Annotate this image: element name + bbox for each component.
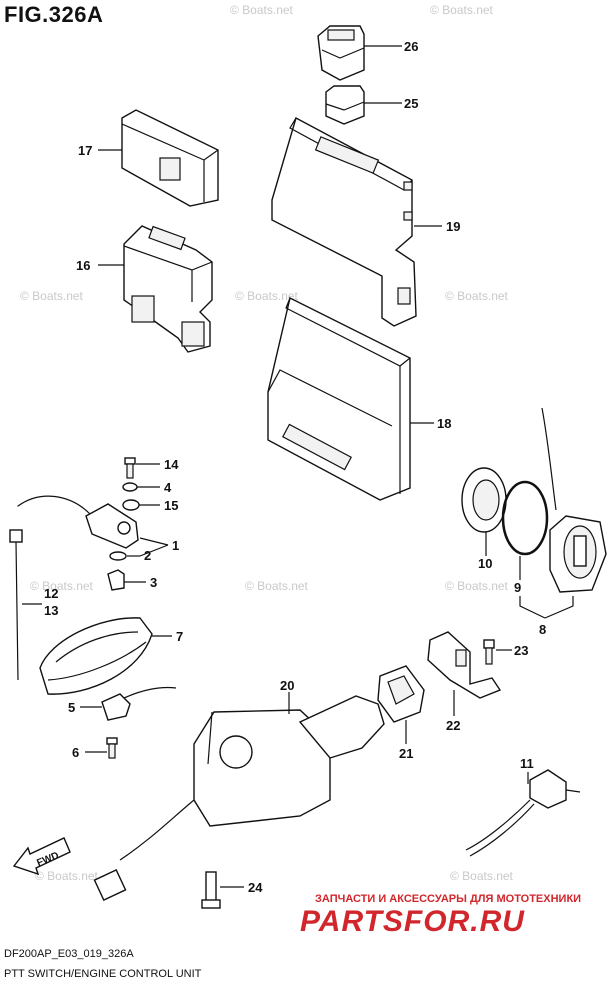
- relay-25[interactable]: [325, 85, 365, 125]
- callout-3: 3: [150, 575, 157, 590]
- cable-tie-12[interactable]: [9, 529, 23, 681]
- cover-17[interactable]: [121, 109, 219, 207]
- watermark: © Boats.net: [450, 869, 514, 883]
- bolt-23[interactable]: [483, 639, 495, 665]
- ecu-bracket-19[interactable]: [271, 116, 417, 327]
- harness-11[interactable]: [465, 769, 581, 857]
- callout-17: 17: [78, 143, 92, 158]
- o-ring-9[interactable]: [501, 480, 549, 556]
- callout-16: 16: [76, 258, 90, 273]
- callout-11: 11: [520, 756, 534, 771]
- holder-7[interactable]: [39, 617, 153, 695]
- watermark: © Boats.net: [445, 289, 509, 303]
- grommet-21[interactable]: [377, 665, 425, 723]
- bracket-22[interactable]: [427, 631, 502, 699]
- callout-21: 21: [399, 746, 413, 761]
- watermark: © Boats.net: [445, 579, 509, 593]
- relay-26[interactable]: [317, 25, 365, 81]
- callout-22: 22: [446, 718, 460, 733]
- bolt-14[interactable]: [124, 457, 136, 479]
- callout-12: 12: [44, 586, 58, 601]
- bezel-10[interactable]: [461, 467, 507, 533]
- figure-title: FIG.326A: [4, 2, 104, 27]
- callout-10: 10: [478, 556, 492, 571]
- bolt-24[interactable]: [201, 871, 221, 909]
- callout-24: 24: [248, 880, 263, 895]
- advert-brand[interactable]: PARTSFOR.RU: [300, 905, 525, 938]
- callout-26: 26: [404, 39, 418, 54]
- clip-3[interactable]: [107, 569, 125, 591]
- callout-9: 9: [514, 580, 521, 595]
- bolt-6[interactable]: [106, 737, 118, 759]
- callout-5: 5: [68, 700, 75, 715]
- ptt-switch-1[interactable]: [17, 495, 139, 549]
- callout-25: 25: [404, 96, 418, 111]
- washer-4[interactable]: [122, 482, 138, 492]
- sensor-5[interactable]: [101, 686, 177, 721]
- watermark: © Boats.net: [430, 3, 494, 17]
- callout-14: 14: [164, 457, 179, 472]
- callout-8: 8: [539, 622, 546, 637]
- callout-13: 13: [44, 603, 58, 618]
- watermarks: © Boats.net © Boats.net © Boats.net © Bo…: [20, 3, 514, 883]
- switch-assembly-8[interactable]: [541, 407, 607, 593]
- callout-1: 1: [172, 538, 179, 553]
- watermark: © Boats.net: [30, 579, 94, 593]
- callout-23: 23: [514, 643, 528, 658]
- washer-2[interactable]: [109, 551, 127, 561]
- callout-6: 6: [72, 745, 79, 760]
- watermark: © Boats.net: [235, 289, 299, 303]
- watermark: © Boats.net: [245, 579, 309, 593]
- watermark: © Boats.net: [230, 3, 294, 17]
- doc-code: DF200AP_E03_019_326A: [4, 948, 134, 960]
- callout-4: 4: [164, 480, 172, 495]
- module-16[interactable]: [123, 225, 213, 353]
- advert-line: ЗАПЧАСТИ И АКСЕССУАРЫ ДЛЯ МОТОТЕХНИКИ: [315, 893, 582, 905]
- watermark: © Boats.net: [20, 289, 84, 303]
- callout-2: 2: [144, 548, 151, 563]
- figure-name: PTT SWITCH/ENGINE CONTROL UNIT: [4, 968, 202, 980]
- callout-7: 7: [176, 629, 183, 644]
- callout-15: 15: [164, 498, 178, 513]
- washer-15[interactable]: [122, 499, 140, 511]
- callout-labels: 26 25 17 19 16 18 14 4 15 1 2 3 12 13 7 …: [44, 39, 546, 895]
- callout-18: 18: [437, 416, 451, 431]
- trim-motor-20[interactable]: [93, 695, 385, 901]
- callout-20: 20: [280, 678, 294, 693]
- callout-19: 19: [446, 219, 460, 234]
- ecu-18[interactable]: [267, 296, 411, 501]
- watermark: © Boats.net: [35, 869, 99, 883]
